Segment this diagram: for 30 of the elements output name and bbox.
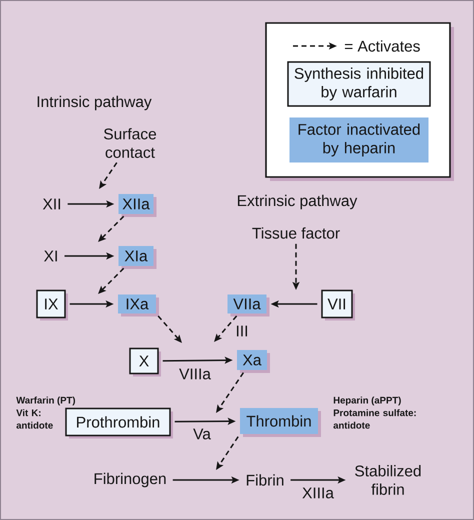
legend-key-box: Factor inactivated by heparin	[290, 118, 428, 162]
active-factor-box: Xa	[237, 350, 270, 373]
factor-box: X	[129, 348, 161, 376]
pathway-label: Intrinsic pathway	[38, 96, 152, 110]
factor-label: XI	[44, 250, 57, 262]
active-factor-box: Thrombin	[240, 408, 321, 437]
edge-label: XIIIa	[301, 486, 335, 500]
factor-box: IX	[36, 290, 68, 320]
active-factor-box: VIIa	[228, 294, 270, 316]
trigger-label: Surface contact	[104, 128, 156, 158]
edge-label: Va	[192, 428, 212, 440]
legend-text: = Activates	[344, 40, 420, 52]
trigger-label: Tissue factor	[252, 227, 340, 239]
factor-label: Fibrin	[246, 474, 284, 486]
factor-label: XII	[42, 198, 60, 210]
drug-note: Protamine sulfate: antidote	[333, 409, 416, 429]
factor-label: Stabilized fibrin	[355, 465, 421, 495]
drug-note: Warfarin (PT)	[16, 396, 75, 406]
active-factor-box: XIIa	[118, 194, 156, 217]
edge-label: VIIIa	[178, 368, 212, 380]
edge-label: III	[234, 324, 250, 338]
drug-note: Heparin (aPPT)	[334, 396, 401, 406]
factor-label: Fibrinogen	[94, 472, 166, 488]
legend-key-box: Synthesis inhibited by warfarin	[287, 61, 431, 107]
factor-box: Prothrombin	[65, 408, 173, 438]
factor-box: VII	[321, 290, 355, 320]
active-factor-box: IXa	[118, 294, 159, 316]
active-factor-box: XIa	[118, 246, 156, 269]
pathway-label: Extrinsic pathway	[238, 194, 358, 210]
drug-note: Vit K: antidote	[16, 409, 53, 429]
